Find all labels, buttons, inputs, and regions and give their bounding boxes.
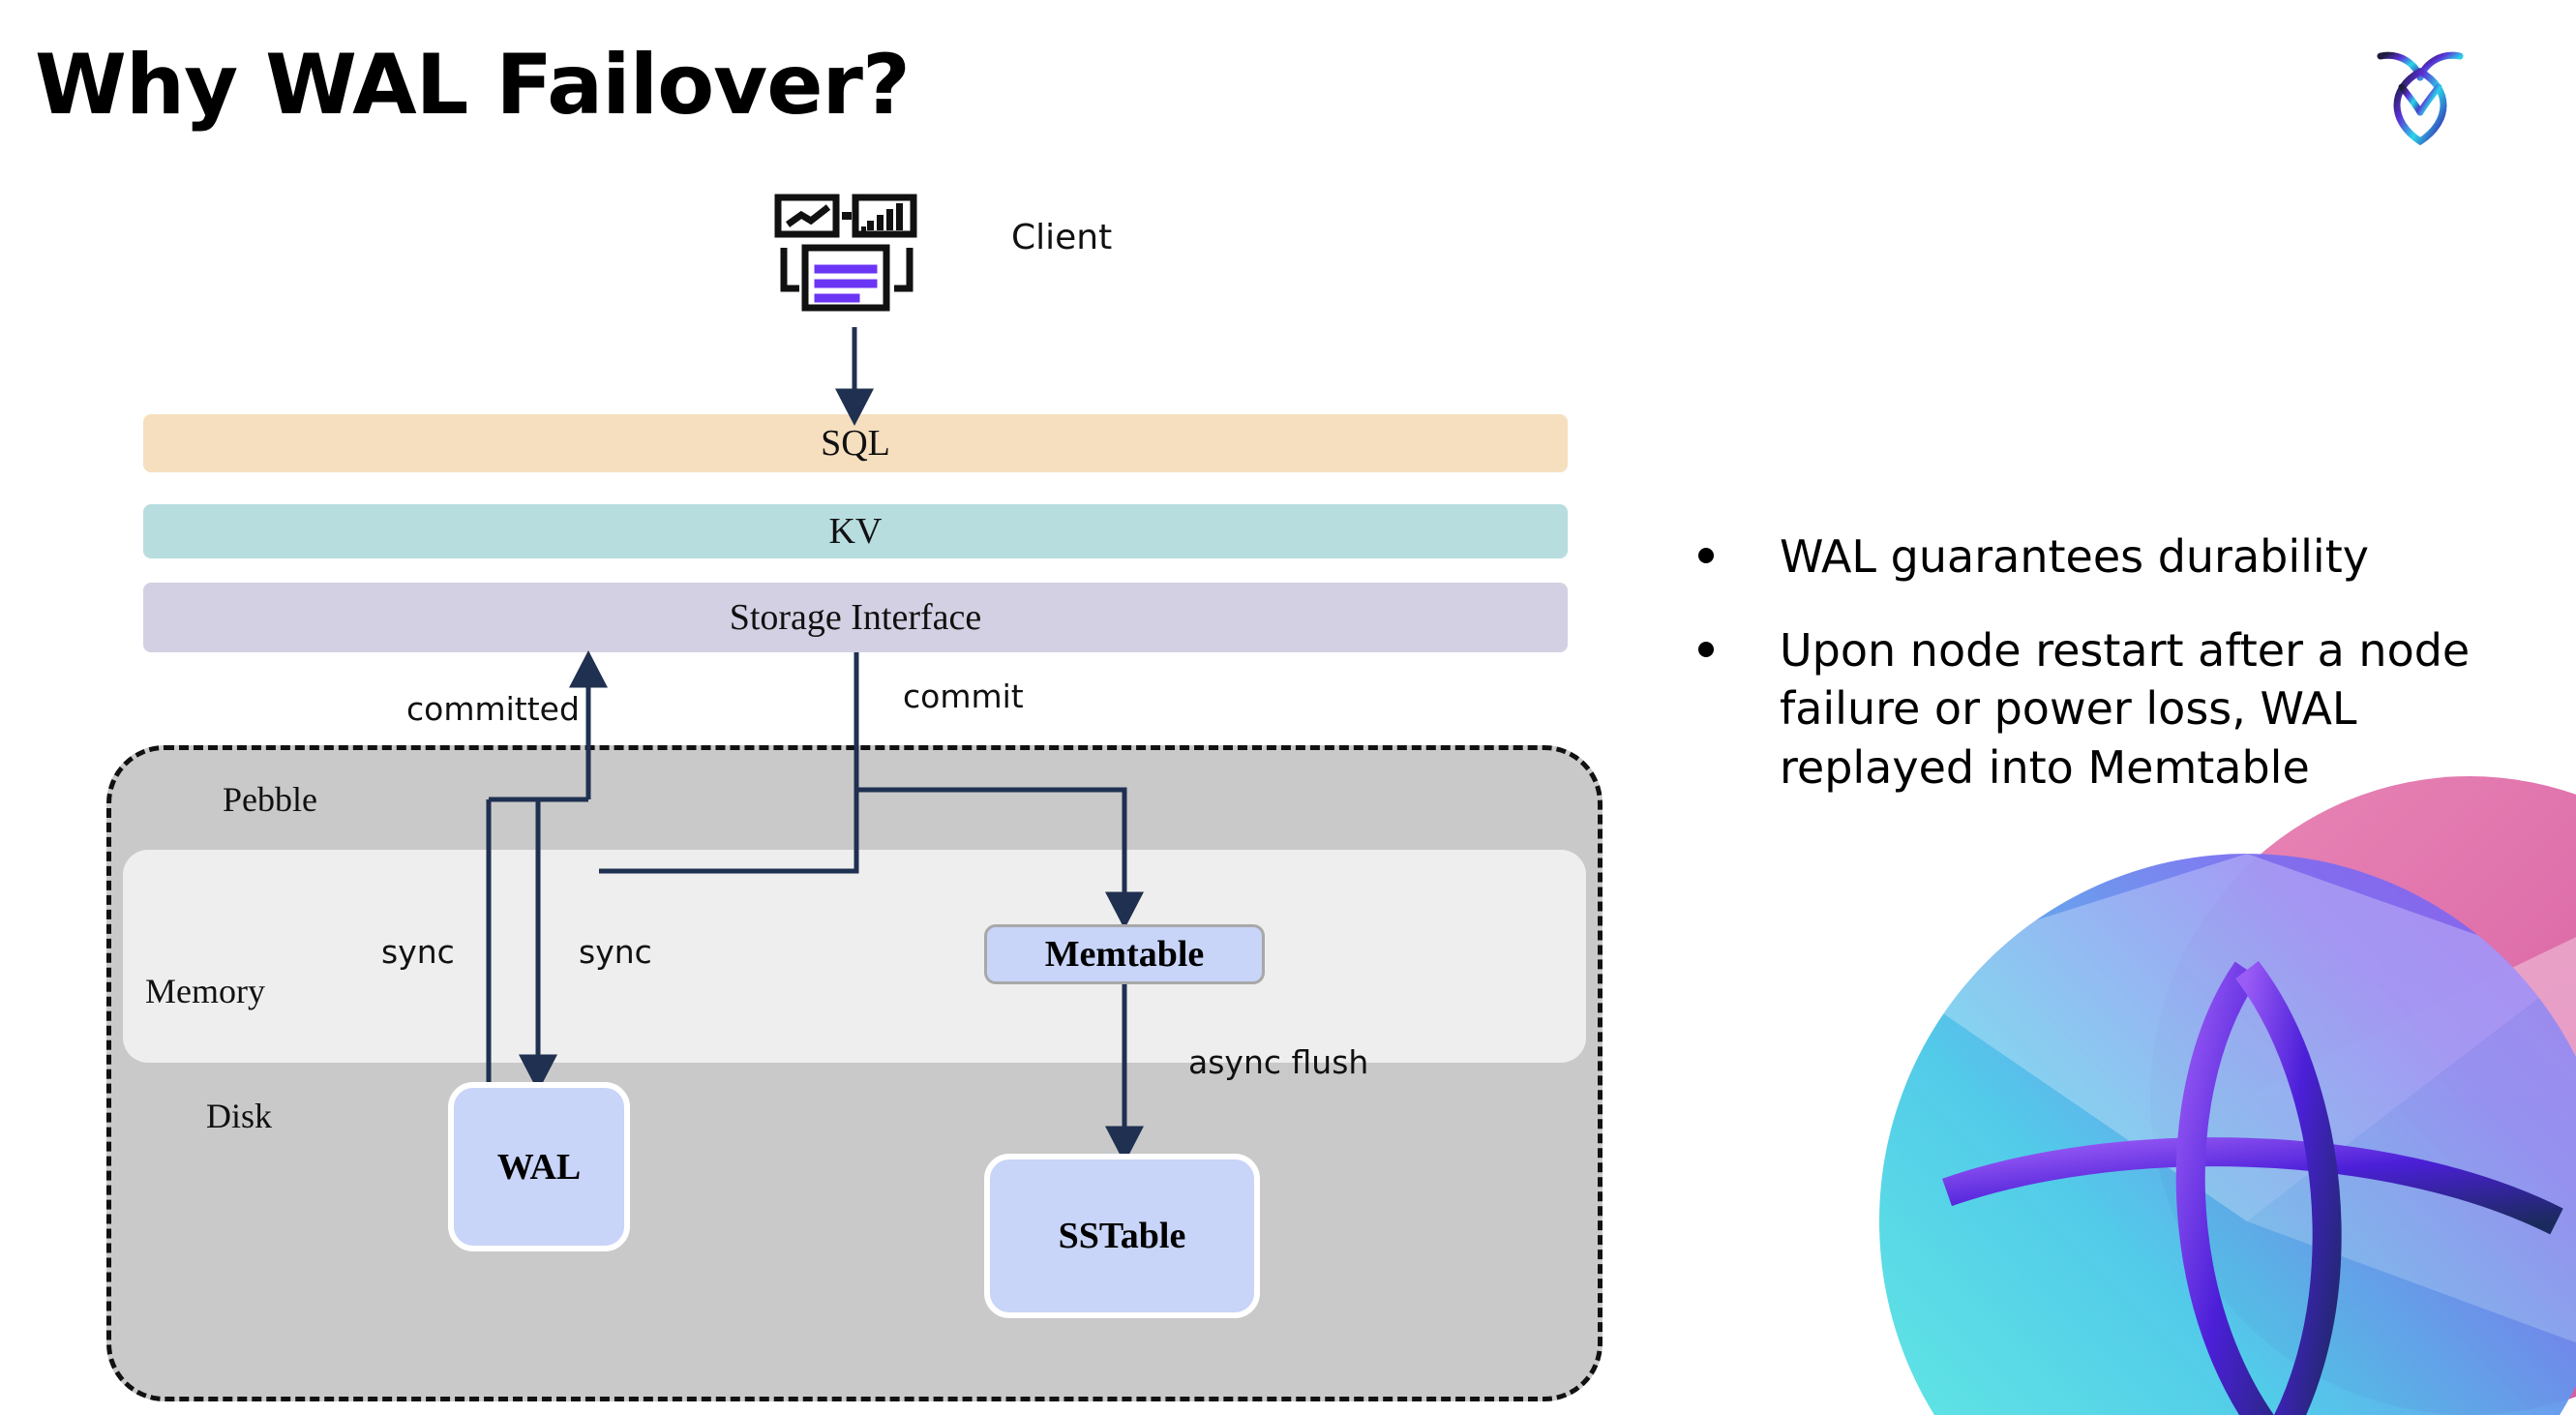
node-label-sstable: SSTable: [1058, 1216, 1186, 1256]
node-wal: WAL: [448, 1082, 630, 1251]
layer-bar-kv: KV: [143, 504, 1568, 558]
layer-label-kv: KV: [828, 511, 883, 552]
bullet-dot-icon: [1698, 641, 1714, 657]
bullet-text: WAL guarantees durability: [1780, 530, 2369, 583]
edge-label-sync-left: sync: [381, 933, 455, 971]
layer-label-sql: SQL: [821, 423, 890, 464]
edge-label-sync-right: sync: [579, 933, 652, 971]
page-title: Why WAL Failover?: [35, 37, 911, 134]
layer-label-storage-interface: Storage Interface: [729, 597, 982, 638]
edge-label-commit: commit: [903, 677, 1024, 715]
node-label-wal: WAL: [496, 1146, 582, 1188]
client-dashboard-icon: [774, 194, 917, 312]
pebble-label: Pebble: [223, 780, 317, 819]
memory-region: [123, 850, 1586, 1063]
bullet-list: WAL guarantees durability Upon node rest…: [1698, 527, 2521, 832]
bullet-text: Upon node restart after a node failure o…: [1780, 623, 2471, 795]
edge-label-async-flush: async flush: [1188, 1043, 1369, 1081]
disk-label: Disk: [206, 1097, 273, 1135]
cockroachdb-logo-icon: [2377, 51, 2464, 146]
layer-bar-storage-interface: Storage Interface: [143, 583, 1568, 652]
architecture-diagram: Client SQL KV Storage Interface Pebble M…: [106, 194, 1603, 1401]
node-memtable: Memtable: [984, 924, 1265, 984]
layer-bar-sql: SQL: [143, 414, 1568, 472]
node-sstable: SSTable: [984, 1154, 1260, 1318]
client-label: Client: [1011, 218, 1113, 257]
node-label-memtable: Memtable: [1044, 934, 1205, 975]
memory-label: Memory: [145, 972, 265, 1010]
edge-label-committed: committed: [406, 690, 580, 728]
bullet-dot-icon: [1698, 548, 1714, 563]
pebble-container: [106, 745, 1603, 1401]
list-item: WAL guarantees durability: [1698, 527, 2521, 587]
list-item: Upon node restart after a node failure o…: [1698, 621, 2521, 798]
